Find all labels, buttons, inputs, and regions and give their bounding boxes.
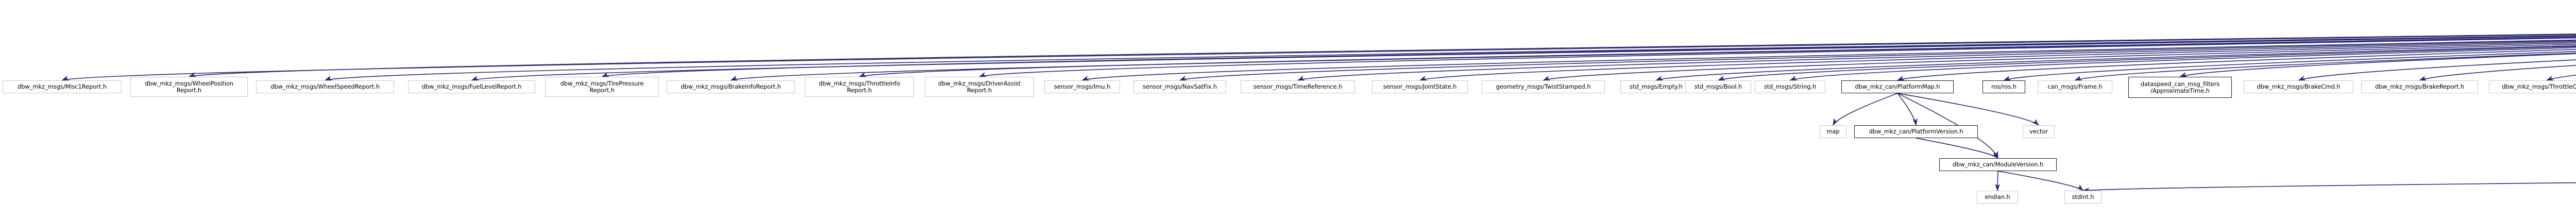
edge-root-to-canframe (2074, 53, 2576, 81)
graph-node-jointstate[interactable]: sensor_msgs/JointState.h (1372, 80, 1468, 93)
edge-platformversion-to-moduleversion (1916, 138, 1999, 159)
edge-root-to-brakeinfo (730, 37, 2576, 81)
edge-root-to-twiststamped (1543, 44, 2576, 81)
edge-root-to-throttleinfo (858, 37, 2576, 77)
graph-node-map[interactable]: map (1820, 125, 1846, 138)
edge-root-to-fuellevel (471, 36, 2576, 81)
edge-root-to-stdempty (1655, 45, 2576, 81)
edge-root-to-jointstate (1419, 42, 2576, 81)
graph-node-wheelspeed[interactable]: dbw_mkz_msgs/WheelSpeedReport.h (256, 80, 394, 93)
edge-root-to-platformmap (1896, 49, 2576, 81)
edge-root-to-driverassist (978, 37, 2576, 77)
edge-root-to-approxtime (2179, 53, 2576, 77)
edge-platformmap-to-map (1833, 93, 1898, 126)
graph-node-misc1report[interactable]: dbw_mkz_msgs/Misc1Report.h (3, 80, 122, 93)
edge-root-to-tirepressure (601, 35, 2576, 77)
edge-root-to-rosros (2003, 51, 2576, 81)
graph-node-stdstring[interactable]: std_msgs/String.h (1755, 80, 1825, 93)
graph-node-endianh[interactable]: endian.h (1977, 191, 2018, 204)
edge-root-to-wheelspeed (324, 35, 2576, 81)
graph-node-stdbool[interactable]: std_msgs/Bool.h (1685, 80, 1751, 93)
graph-node-imu[interactable]: sensor_msgs/Imu.h (1044, 80, 1120, 93)
edge-platformmap-to-moduleversion (1897, 93, 1998, 159)
graph-node-wheelposition[interactable]: dbw_mkz_msgs/WheelPosition Report.h (130, 77, 248, 97)
graph-node-stdempty[interactable]: std_msgs/Empty.h (1620, 80, 1692, 93)
edge-root-to-stdbool (1717, 46, 2576, 81)
edge-root-to-timereference (1297, 41, 2576, 81)
graph-node-platformmap[interactable]: dbw_mkz_can/PlatformMap.h (1841, 80, 1954, 93)
graph-node-canframe[interactable]: can_msgs/Frame.h (2038, 80, 2112, 93)
graph-node-driverassist[interactable]: dbw_mkz_msgs/DriverAssist Report.h (925, 77, 1034, 97)
graph-node-moduleversion[interactable]: dbw_mkz_can/ModuleVersion.h (1939, 158, 2057, 171)
edge-dispatch-to-stdinth (2082, 182, 2576, 193)
edge-moduleversion-to-endianh (1995, 171, 2000, 192)
edge-root-to-brakereport (2419, 65, 2576, 81)
graph-node-tirepressure[interactable]: dbw_mkz_msgs/TirePressure Report.h (545, 77, 659, 97)
graph-node-stdinth[interactable]: stdint.h (2064, 191, 2102, 204)
edge-moduleversion-to-stdinth (1997, 171, 2084, 192)
graph-node-fuellevel[interactable]: dbw_mkz_msgs/FuelLevelReport.h (408, 80, 535, 93)
edge-root-to-wheelposition (188, 33, 2576, 77)
graph-node-vector[interactable]: vector (2023, 125, 2055, 138)
graph-node-timereference[interactable]: sensor_msgs/TimeReference.h (1241, 80, 1355, 93)
edge-root-to-brakecmd (2298, 59, 2576, 81)
edge-root-to-navsatfix (1179, 40, 2576, 81)
graph-node-approxtime[interactable]: dataspeed_can_msg_filters /ApproximateTi… (2128, 77, 2232, 98)
edge-platformmap-to-vector (1897, 93, 2040, 126)
edge-platformmap-to-platformversion (1897, 93, 1918, 126)
graph-node-brakecmd[interactable]: dbw_mkz_msgs/BrakeCmd.h (2244, 80, 2353, 93)
edge-root-to-stdstring (1789, 47, 2576, 81)
graph-node-rosros[interactable]: ros/ros.h (1982, 80, 2025, 93)
graph-node-platformversion[interactable]: dbw_mkz_can/PlatformVersion.h (1854, 125, 1978, 138)
edge-root-to-imu (1081, 39, 2576, 81)
graph-node-throttleinfo[interactable]: dbw_mkz_msgs/ThrottleInfo Report.h (805, 77, 914, 97)
graph-node-brakereport[interactable]: dbw_mkz_msgs/BrakeReport.h (2361, 80, 2478, 93)
graph-node-navsatfix[interactable]: sensor_msgs/NavSatFix.h (1133, 80, 1226, 93)
graph-node-brakeinfo[interactable]: dbw_mkz_msgs/BrakeInfoReport.h (667, 80, 795, 93)
graph-node-throttlecmd[interactable]: dbw_mkz_msgs/ThrottleCmd.h (2489, 80, 2576, 93)
graph-node-twiststamped[interactable]: geometry_msgs/TwistStamped.h (1482, 80, 1605, 93)
